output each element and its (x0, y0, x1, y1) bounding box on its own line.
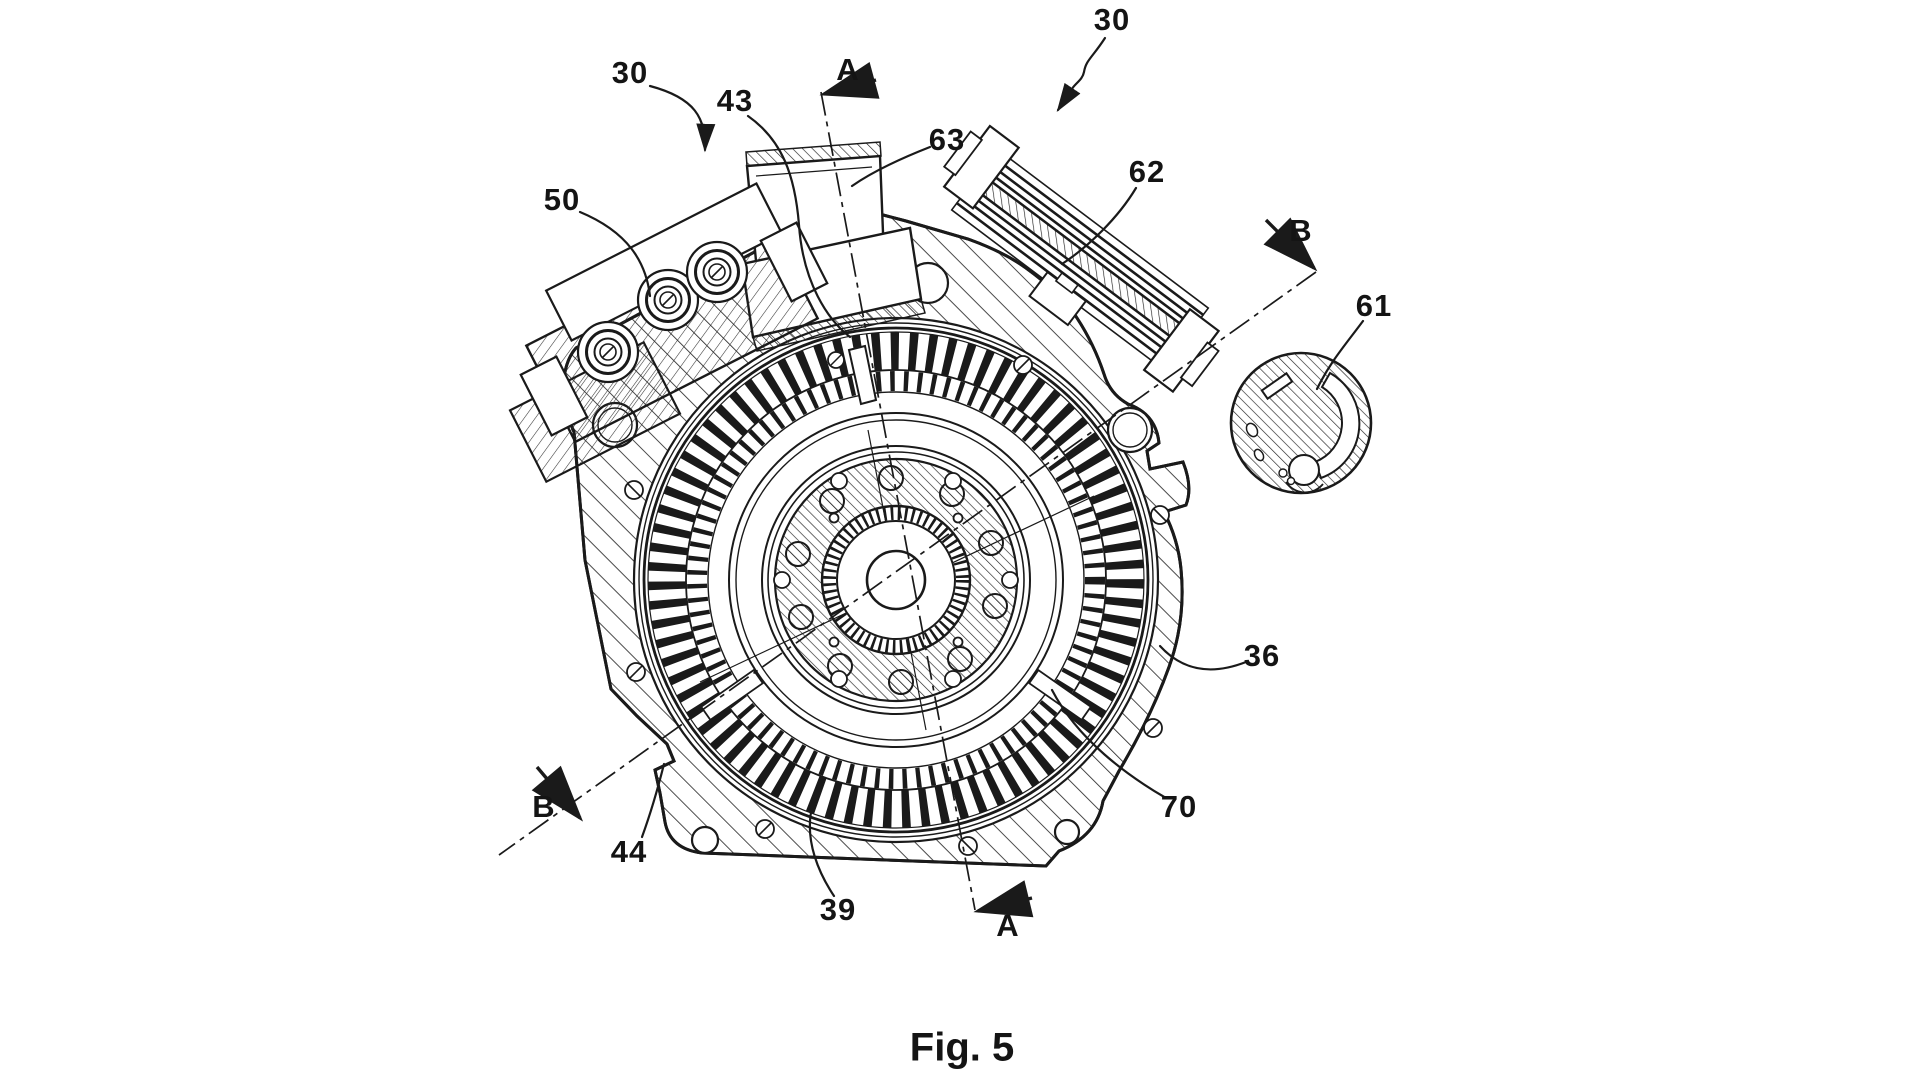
end-disc-crescent (1313, 371, 1361, 480)
rotor-bolt (978, 530, 1004, 556)
rotor-bolt (878, 465, 904, 491)
screw-head (830, 670, 848, 688)
terminal-3 (685, 240, 749, 304)
inner-ring-b (735, 419, 1057, 741)
terminal-block-tab-left (519, 355, 589, 437)
spline-ring (823, 507, 969, 653)
lamination-ring-outer (638, 322, 1154, 838)
winding-terminal-bar-left (699, 668, 765, 722)
leader-63 (850, 145, 932, 188)
rotor-bolt (819, 488, 845, 514)
end-disc-hole (1245, 422, 1259, 438)
screw-head (1001, 571, 1019, 589)
lug-hole (1053, 818, 1081, 846)
leader-70 (1050, 688, 1168, 800)
section-line-a (820, 91, 976, 911)
leader-36 (1158, 644, 1248, 671)
cooler-foot-tab (1054, 271, 1080, 295)
rotor-bolt (788, 604, 814, 630)
lamination-ring-dark (642, 326, 1150, 834)
teeth-inner-boundary (685, 369, 1107, 791)
section-line-b (498, 271, 1317, 856)
rivet (952, 636, 964, 648)
terminal-block (508, 182, 829, 484)
leader-39 (808, 810, 836, 898)
leader-62 (1060, 186, 1138, 266)
end-disc-hole (1278, 468, 1288, 478)
leader-61 (1315, 319, 1365, 391)
rotor-bolt (982, 593, 1008, 619)
end-disc-notch-arc (1285, 481, 1324, 494)
screw-head (944, 472, 962, 490)
figure-caption: Fig. 5 (909, 1025, 1015, 1070)
shaft-hole (865, 549, 927, 611)
screw-head (830, 472, 848, 490)
leader-44 (640, 762, 666, 839)
rotor-ring-inner (820, 504, 972, 656)
stator-teeth-band (648, 332, 1144, 828)
housing-outline-stroke (562, 189, 1191, 868)
cooler-endcap-left (942, 130, 984, 177)
section-arrow-b-top (1263, 217, 1318, 272)
leader-43 (746, 114, 852, 339)
screw-slot (830, 354, 842, 366)
section-arrow-b-bottom (531, 765, 584, 822)
winding-loop-band (687, 371, 1105, 789)
inner-ring-d (767, 451, 1025, 709)
rivet (828, 636, 840, 648)
winding-inner-boundary (707, 391, 1085, 769)
rotor-bolt (785, 541, 811, 567)
bolt-hole-rim (1112, 412, 1148, 448)
terminal-1 (576, 320, 640, 384)
screw-head (944, 670, 962, 688)
duct-inner-line (755, 166, 873, 177)
winding-terminal-bar-right (1027, 668, 1093, 722)
end-disc (1229, 351, 1373, 495)
inner-ring-c (761, 445, 1031, 715)
leader-30-upper-right (1056, 36, 1107, 112)
leader-lines (578, 36, 1365, 898)
rotor-screws (773, 472, 1019, 688)
end-disc-hole (1253, 448, 1265, 462)
rivet (952, 512, 964, 524)
leader-30-upper-left (648, 84, 716, 153)
section-arrow-a-top (819, 62, 880, 99)
end-disc-hole (1286, 476, 1296, 486)
inner-ring-a (728, 412, 1064, 748)
rotor-bolt (888, 669, 914, 695)
lug-hole (690, 825, 720, 855)
bolt-hole (1106, 406, 1154, 454)
end-disc-slot (1260, 371, 1294, 401)
filler-tube (847, 344, 878, 406)
rotor-hub (699, 457, 1093, 722)
section-lines (498, 62, 1318, 918)
section-arrow-a-bottom (973, 880, 1034, 918)
phase-terminals (576, 240, 749, 384)
leader-50 (578, 210, 652, 298)
cooler-endcap-right (1179, 341, 1220, 388)
rotor-bolt (947, 646, 973, 672)
end-disc-notch (1288, 454, 1320, 486)
screw-head (773, 571, 791, 589)
rivet (828, 512, 840, 524)
terminal-2 (636, 268, 700, 332)
